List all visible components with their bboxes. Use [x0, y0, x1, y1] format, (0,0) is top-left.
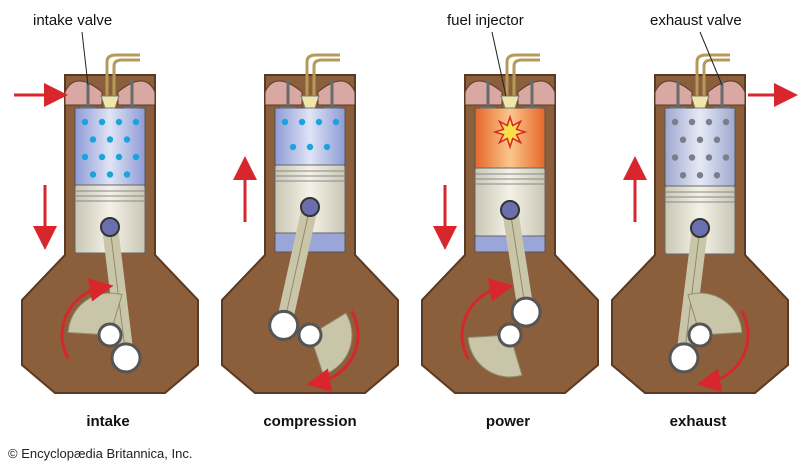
engine-compression: [221, 53, 399, 394]
connecting-rod-edge: [683, 227, 701, 358]
callout-line-exhaust-valve: [699, 31, 723, 86]
gas-particle: [688, 118, 696, 126]
stage-label-intake: intake: [86, 413, 130, 430]
exhaust-valve: [124, 80, 140, 109]
stage-label-compression: compression: [263, 413, 357, 430]
rotation-arrow-icon: [306, 310, 360, 392]
crank-pin: [510, 296, 542, 328]
pipe-left: [305, 53, 340, 98]
copyright-notice: © Encyclopædia Britannica, Inc.: [8, 446, 193, 461]
gas-particle: [106, 136, 114, 143]
engine-power: [421, 53, 599, 394]
gas-particle: [306, 143, 314, 151]
gas-particle: [722, 118, 730, 126]
callout-fuel-injector: fuel injector: [447, 12, 524, 29]
exhaust-valve: [524, 80, 540, 109]
rotation-arrow-icon: [60, 278, 114, 360]
crankshaft: [297, 322, 323, 348]
injector-nozzle: [300, 95, 320, 109]
head-lobe-right: [707, 80, 746, 106]
gas-particle: [289, 143, 297, 151]
crankshaft: [687, 322, 713, 348]
gas-particle: [688, 154, 696, 161]
head-lobe-right: [117, 80, 156, 106]
gas-particle: [315, 118, 323, 126]
combustion-chamber: [274, 107, 346, 166]
rotation-arrow-icon: [460, 278, 514, 360]
gas-particle: [713, 136, 721, 143]
gas-particle: [132, 153, 140, 161]
pipe-right: [312, 58, 340, 98]
gas-particle: [89, 136, 97, 143]
gas-particle: [323, 143, 331, 151]
gas-particle: [98, 118, 106, 126]
gas-particle: [705, 154, 713, 161]
crank-pin: [268, 309, 300, 341]
rotation-arrow-icon: [696, 310, 750, 392]
gas-particle: [98, 153, 106, 161]
gas-particle: [89, 171, 97, 178]
gas-particle: [332, 118, 340, 126]
injector-nozzle: [690, 95, 710, 109]
exhaust-valve: [324, 80, 340, 109]
gas-particle: [281, 118, 289, 126]
callout-intake-valve: intake valve: [33, 12, 113, 29]
gas-particle: [81, 118, 89, 126]
intake-valve: [480, 80, 496, 109]
gas-particle: [696, 136, 704, 143]
stage-label-power: power: [485, 413, 531, 430]
pipe-right: [512, 58, 540, 98]
pipe-left: [105, 53, 140, 98]
callout-exhaust-valve: exhaust valve: [650, 12, 742, 29]
wrist-pin: [100, 217, 120, 237]
gas-particle: [106, 171, 114, 178]
stage-label-exhaust: exhaust: [669, 413, 727, 430]
wrist-pin: [690, 218, 710, 238]
callout-line-intake-valve: [81, 31, 89, 86]
callout-line-fuel-injector: [491, 31, 507, 97]
head-lobe-right: [317, 80, 356, 106]
head-lobe-right: [517, 80, 556, 106]
pipe-left: [505, 53, 540, 98]
gas-particle: [132, 118, 140, 126]
gas-particle: [696, 172, 704, 179]
connecting-rod-edge: [109, 226, 127, 358]
wrist-pin: [500, 200, 520, 220]
connecting-rod-edge: [509, 209, 527, 313]
intake-valve: [280, 80, 296, 109]
crankshaft: [497, 322, 523, 348]
gas-particle: [115, 153, 123, 161]
wrist-pin: [300, 197, 320, 217]
gas-particle: [81, 153, 89, 161]
injector-nozzle: [100, 95, 120, 109]
engine-intake: [14, 53, 199, 394]
gas-particle: [713, 172, 721, 179]
crankshaft: [97, 322, 123, 348]
gas-particle: [115, 118, 123, 126]
gas-particle: [123, 136, 131, 143]
gas-particle: [671, 154, 679, 161]
gas-particle: [705, 118, 713, 126]
gas-particle: [123, 171, 131, 178]
combustion-burst-icon: [492, 114, 528, 150]
gas-particle: [671, 118, 679, 126]
gas-particle: [679, 172, 687, 179]
crank-pin: [668, 342, 700, 374]
gas-particle: [679, 136, 687, 143]
engine-exhaust: [611, 53, 798, 394]
intake-valve: [670, 80, 686, 109]
pipe-right: [112, 58, 140, 98]
crank-pin: [110, 342, 142, 374]
pipe-left: [695, 53, 730, 98]
injector-nozzle: [500, 95, 520, 109]
gas-particle: [298, 118, 306, 126]
gas-particle: [722, 154, 730, 161]
connecting-rod-edge: [283, 206, 311, 326]
